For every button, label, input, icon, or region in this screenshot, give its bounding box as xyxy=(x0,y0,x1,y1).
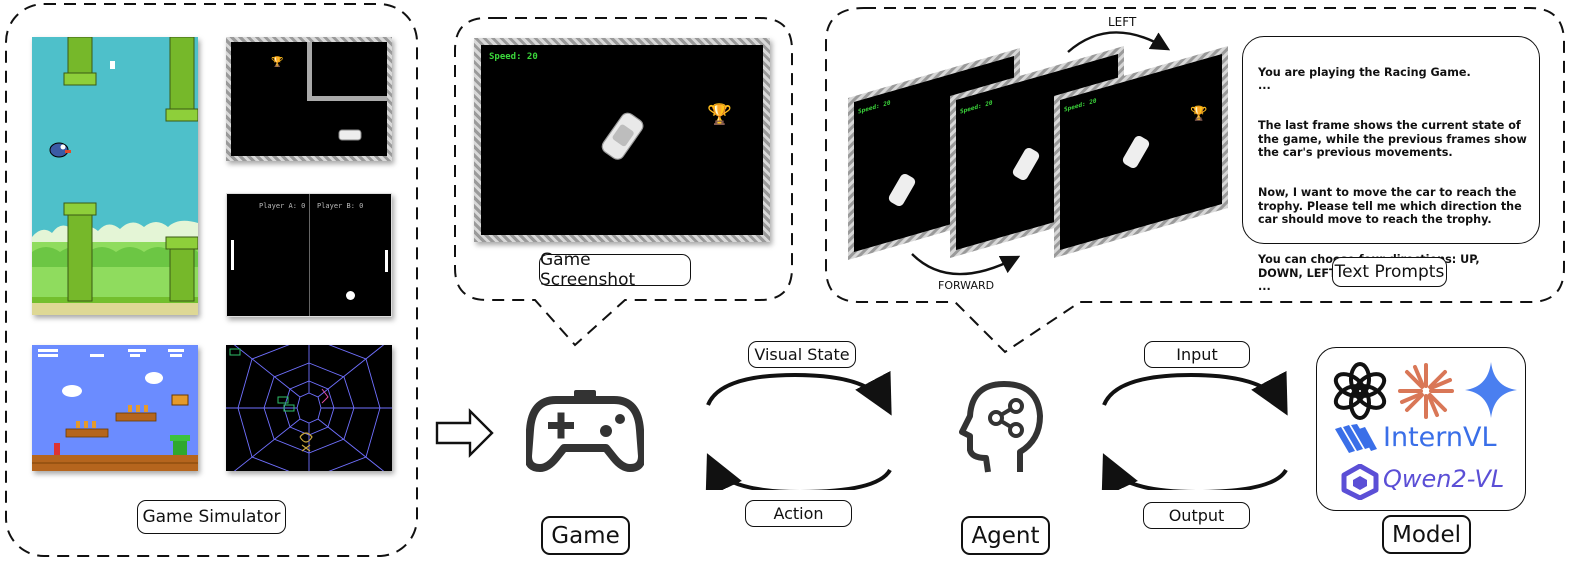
trophy-icon: 🏆 xyxy=(707,102,732,126)
game-agent-arrows xyxy=(705,370,892,490)
visual-state-label: Visual State xyxy=(748,341,856,368)
speed-readout: Speed: 20 xyxy=(489,52,538,62)
prompt-bubble xyxy=(825,7,1565,354)
visual-state-arrow xyxy=(706,370,892,416)
race-scene: 🏆 xyxy=(601,102,732,160)
action-label: Action xyxy=(745,500,852,527)
input-arrow xyxy=(1102,370,1288,416)
trophy-icon: 🏆 xyxy=(1190,105,1208,122)
text-prompts-label: Text Prompts xyxy=(1332,257,1447,287)
forward-label: FORWARD xyxy=(938,279,995,292)
mario-scene xyxy=(32,345,198,471)
game-screenshot-image: Speed: 20 🏆 xyxy=(474,38,770,242)
prompt-card: You are playing the Racing Game. ... The… xyxy=(1242,36,1540,293)
claude-icon xyxy=(1398,363,1454,419)
screenshot-bubble xyxy=(454,17,793,347)
right-hollow-arrow xyxy=(435,408,494,458)
racing-maze-thumb: 🏆 xyxy=(226,37,392,161)
model-label: Model xyxy=(1382,515,1471,554)
openai-icon xyxy=(1333,362,1387,420)
gemini-icon xyxy=(1465,362,1517,418)
pong-ball xyxy=(346,291,355,300)
tunnel-scene xyxy=(226,345,392,471)
gamepad-icon xyxy=(526,390,644,472)
trophy-icon: 🏆 xyxy=(271,55,284,68)
agent-label: Agent xyxy=(961,516,1050,555)
game-label: Game xyxy=(541,516,630,555)
game-simulator-frame xyxy=(5,3,418,557)
output-arrow xyxy=(1101,453,1288,490)
mario-thumb xyxy=(32,345,198,471)
qwen-logo-icon xyxy=(1341,464,1379,500)
pong-paddle-right xyxy=(385,250,388,272)
model-logos-box: InternVL Qwen2-VL xyxy=(1316,347,1526,511)
left-label: LEFT xyxy=(1108,15,1137,29)
game-screenshot-label: Game Screenshot xyxy=(539,250,691,290)
frame-sequence: 🏆 xyxy=(848,31,1228,276)
prompt-paragraph-2: The last frame shows the current state o… xyxy=(1258,119,1527,159)
frame-3: 🏆 xyxy=(1054,46,1228,258)
prompt-paragraph-1: You are playing the Racing Game. ... xyxy=(1258,65,1471,93)
input-label: Input xyxy=(1144,341,1250,368)
pong-paddle-left xyxy=(231,240,234,270)
qwen-name: Qwen2-VL xyxy=(1383,465,1505,493)
pong-score-b: Player B: 0 xyxy=(317,202,364,210)
pong-thumb: Player A: 0 Player B: 0 xyxy=(226,193,392,317)
pong-score-a: Player A: 0 xyxy=(259,202,306,210)
prompt-paragraph-3: Now, I want to move the car to reach the… xyxy=(1258,186,1522,226)
internvl-name: InternVL xyxy=(1383,422,1497,453)
left-arrow xyxy=(1067,31,1171,53)
flappy-bird-scene xyxy=(32,37,198,315)
game-simulator-label: Game Simulator xyxy=(137,500,286,534)
output-label: Output xyxy=(1143,502,1250,529)
maze-scene: 🏆 xyxy=(271,42,387,141)
forward-arrow xyxy=(911,253,1021,276)
tunnel-thumb xyxy=(226,345,392,471)
internvl-logo-icon xyxy=(1335,424,1377,453)
agent-model-arrows xyxy=(1101,370,1288,490)
action-arrow xyxy=(705,453,892,490)
flappy-bird-thumb xyxy=(32,37,198,315)
head-network-icon xyxy=(959,381,1043,473)
